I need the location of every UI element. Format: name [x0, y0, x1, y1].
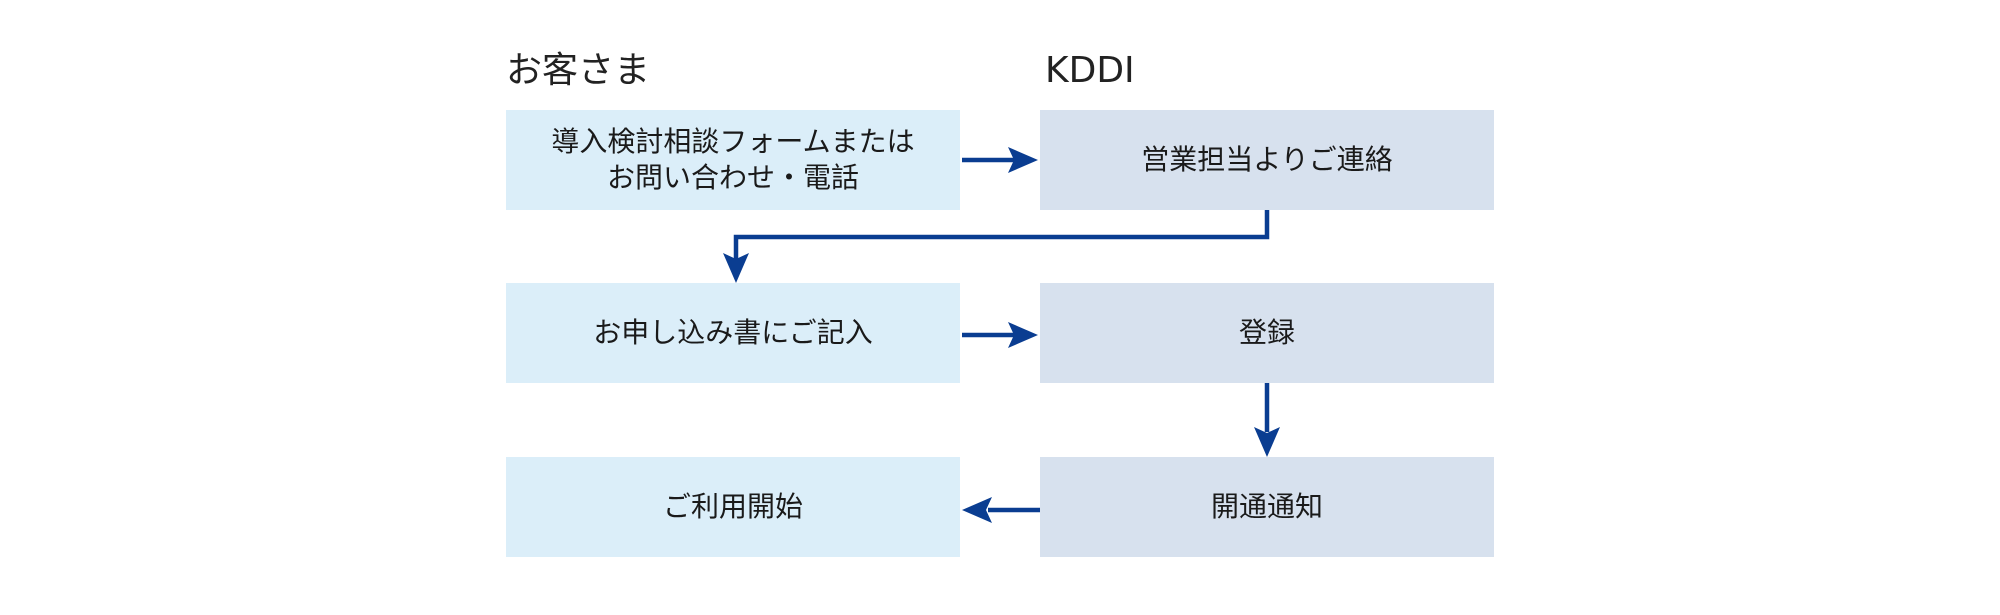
step-notification-box: 開通通知: [1040, 457, 1494, 557]
step-notification-label: 開通通知: [1210, 490, 1323, 523]
arrowhead-notify-to-start: [962, 497, 992, 523]
arrow-contact-to-apply: [733, 210, 1270, 262]
customer-column-header: お客さま: [506, 50, 651, 91]
arrowhead-contact-to-apply: [723, 253, 749, 283]
step-consultation-box: 導入検討相談フォームまたは お問い合わせ・電話: [506, 110, 960, 210]
step-registration-box: 登録: [1040, 283, 1494, 383]
step-consultation-line1: 導入検討相談フォームまたは: [551, 125, 915, 158]
arrowhead-apply-to-register: [1008, 322, 1038, 348]
step-application-label: お申し込み書にご記入: [593, 316, 873, 349]
step-registration-label: 登録: [1238, 316, 1295, 349]
step-contact-label: 営業担当よりご連絡: [1141, 143, 1393, 176]
step-application-box: お申し込み書にご記入: [506, 283, 960, 383]
arrowhead-consult-to-contact: [1008, 147, 1038, 173]
kddi-column-header: KDDI: [1045, 50, 1135, 91]
step-start-box: ご利用開始: [506, 457, 960, 557]
step-consultation-line2: お問い合わせ・電話: [606, 161, 859, 194]
step-start-label: ご利用開始: [662, 490, 803, 523]
arrowhead-register-to-notify: [1254, 427, 1280, 457]
step-contact-box: 営業担当よりご連絡: [1040, 110, 1494, 210]
